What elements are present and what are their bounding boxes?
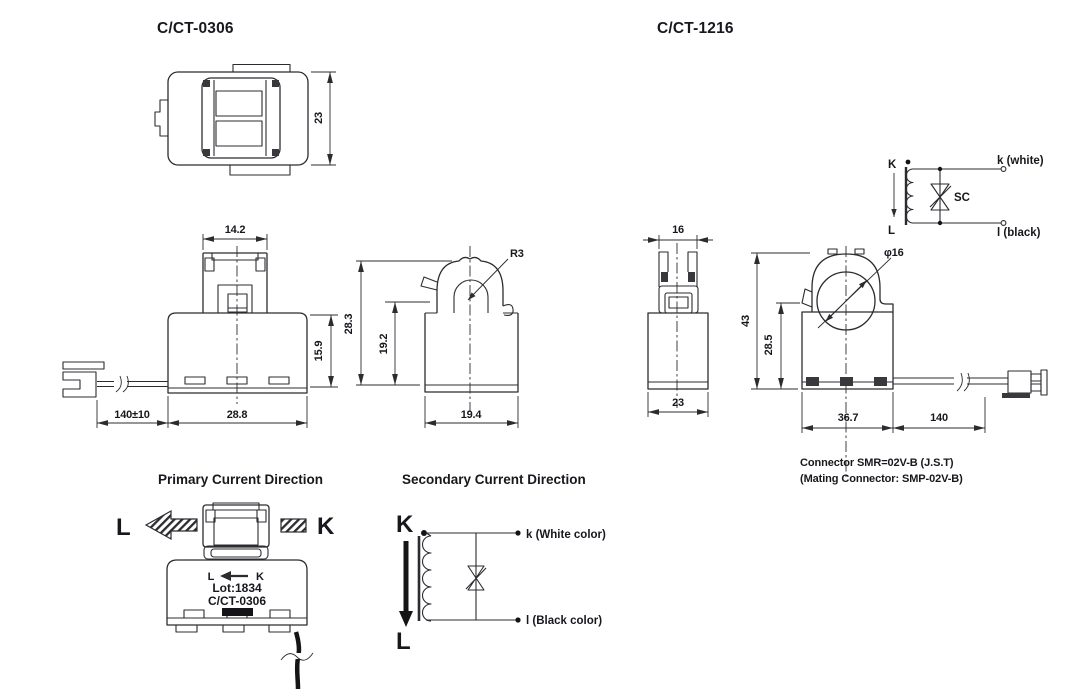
dim-front-body-height-1216: 28.5 xyxy=(763,302,800,389)
secondary-k-lead: k (White color) xyxy=(526,529,606,541)
dim-side-depth: 19.4 xyxy=(424,396,519,428)
cct1216-connector xyxy=(1002,369,1048,398)
dim-front-body-width-1216: 36.7 xyxy=(801,392,894,433)
cct1216-side-view: 16 23 xyxy=(643,224,713,417)
dim-14-2-label: 14.2 xyxy=(225,224,246,236)
dim-15-9-label: 15.9 xyxy=(313,341,325,362)
dim-front-body-width: 28.8 xyxy=(168,396,308,428)
dim-23-1216-label: 23 xyxy=(672,397,684,409)
schematic-l-lead: l (black) xyxy=(997,227,1041,239)
schematic-k-terminal: K xyxy=(888,159,897,171)
secondary-direction-arrow xyxy=(399,611,413,627)
dim-16-label: 16 xyxy=(672,224,684,236)
cct0306-connector xyxy=(62,361,105,398)
dim-front-body-height: 15.9 xyxy=(310,314,338,388)
marking-k: K xyxy=(256,571,264,583)
marking-l: L xyxy=(208,571,215,583)
cct1216-title: C/CT-1216 xyxy=(657,20,734,37)
dim-28-3-label: 28.3 xyxy=(343,314,355,335)
dim-28-5-label: 28.5 xyxy=(763,335,775,356)
dim-topview-height: 23 xyxy=(311,71,336,166)
dim-28-8-label: 28.8 xyxy=(227,409,248,421)
dim-23-label: 23 xyxy=(313,112,325,124)
secondary-l-terminal: L xyxy=(396,628,411,655)
connector-note-line2: (Mating Connector: SMP-02V-B) xyxy=(800,473,963,485)
dim-side-overall-height: 28.3 xyxy=(343,260,452,386)
polarity-dot xyxy=(905,159,911,165)
schematic-sc-label: SC xyxy=(954,192,970,204)
dim-140-10-label: 140±10 xyxy=(114,409,150,421)
cct0306-front-view: 14.2 15.9 140±10 28.8 xyxy=(62,224,338,428)
dim-36-7-label: 36.7 xyxy=(838,412,859,424)
primary-l-label: L xyxy=(116,514,131,541)
primary-l-arrow xyxy=(144,509,198,541)
marking-model: C/CT-0306 xyxy=(208,594,266,608)
dim-19-4-label: 19.4 xyxy=(461,409,483,421)
primary-title: Primary Current Direction xyxy=(158,472,323,487)
cct1216-front-view: φ16 43 28.5 36.7 xyxy=(740,246,1048,478)
secondary-polarity-dot xyxy=(421,530,427,536)
primary-lead-wire xyxy=(293,631,302,690)
primary-k-arrow-stub xyxy=(280,518,307,533)
dim-side-top-width: 16 xyxy=(643,224,713,249)
secondary-k-terminal: K xyxy=(396,511,414,538)
dim-front-top-width: 14.2 xyxy=(202,224,268,250)
dim-140-label: 140 xyxy=(930,412,948,424)
dim-side-body-width: 23 xyxy=(647,392,709,417)
dim-r3-label: R3 xyxy=(510,248,524,260)
secondary-title: Secondary Current Direction xyxy=(402,472,586,487)
schematic-k-lead: k (white) xyxy=(997,155,1044,167)
cct0306-side-view: R3 28.3 19.2 19.4 xyxy=(343,246,524,428)
primary-current-direction: Primary Current Direction L K L K Lot:18… xyxy=(116,472,335,690)
cct1216-schematic: K L SC k (white) l (black) xyxy=(888,155,1044,239)
primary-k-label: K xyxy=(317,513,335,540)
dim-side-body-height: 19.2 xyxy=(378,301,430,385)
cct0306-top-view: 23 xyxy=(154,63,336,176)
connector-note-line1: Connector SMR=02V-B (J.S.T) xyxy=(800,457,954,469)
dim-43-label: 43 xyxy=(740,315,752,327)
secondary-current-direction: Secondary Current Direction K L k (White… xyxy=(396,472,606,655)
cct0306-title: C/CT-0306 xyxy=(157,20,234,37)
schematic-l-terminal: L xyxy=(888,225,895,237)
marking-lot: Lot:1834 xyxy=(212,581,262,595)
dim-lead-length-1216: 140 xyxy=(893,397,986,433)
dim-lead-length: 140±10 xyxy=(96,396,169,428)
marking-arrow xyxy=(220,571,231,581)
dim-19-2-label: 19.2 xyxy=(378,334,390,355)
dim-phi16-label: φ16 xyxy=(884,247,904,259)
secondary-l-lead: l (Black color) xyxy=(526,615,602,627)
dim-overall-height: 43 xyxy=(740,252,810,390)
